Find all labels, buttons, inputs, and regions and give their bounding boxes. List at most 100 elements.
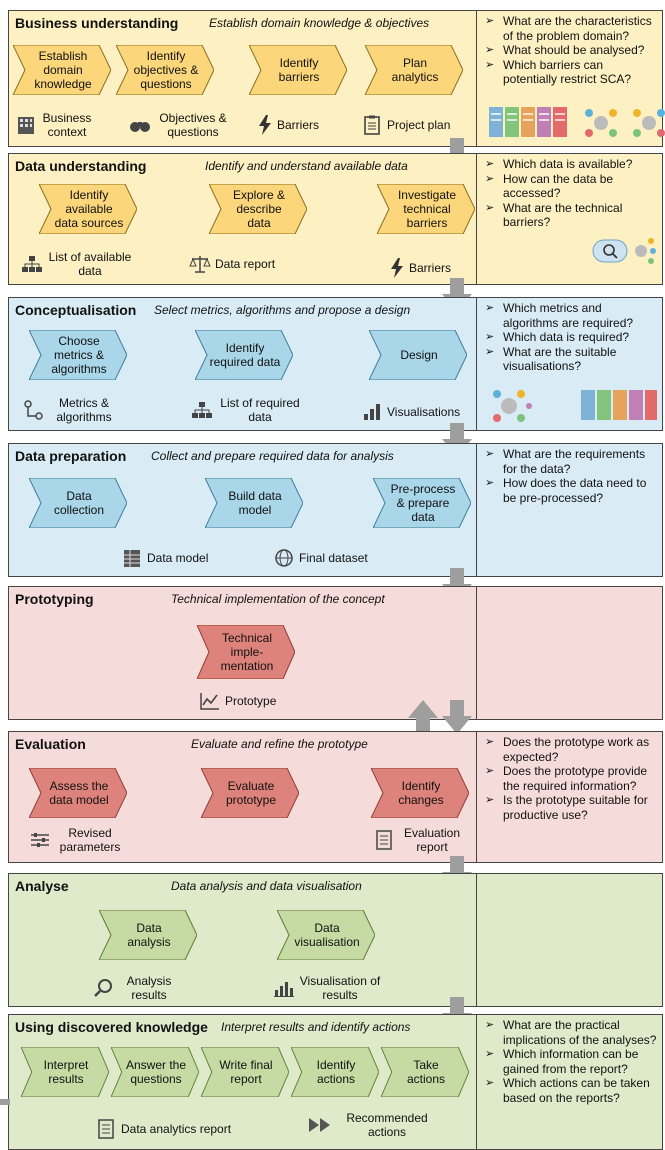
magnifier-icon xyxy=(93,978,115,998)
questions-panel: What are the characteristics of the prob… xyxy=(476,11,665,146)
phase-title: Data preparation xyxy=(15,448,127,464)
bar-chart-icon xyxy=(361,402,383,422)
questions-panel: Does the prototype work as expected? Doe… xyxy=(476,732,662,862)
step-data-analysis: Data analysis xyxy=(99,910,197,960)
phase-title: Using discovered knowledge xyxy=(15,1019,208,1035)
hierarchy-icon xyxy=(191,400,213,420)
phase-title: Conceptualisation xyxy=(15,302,137,318)
question: Which metrics and algorithms are require… xyxy=(485,301,658,330)
step-take-actions: Take actions xyxy=(381,1047,469,1097)
step-assess-the-data-model: Assess the data model xyxy=(29,768,127,818)
phase-subtitle: Collect and prepare required data for an… xyxy=(151,449,394,463)
step-investigate-technical-barriers: Investigate technical barriers xyxy=(377,184,475,234)
step-data-collection: Data collection xyxy=(29,478,127,528)
output-data-report: Data report xyxy=(189,254,275,274)
step-identify-required-data: Identify required data xyxy=(195,330,293,380)
phase-using-discovered-knowledge: Using discovered knowledge Interpret res… xyxy=(8,1014,663,1150)
phase-title: Analyse xyxy=(15,878,69,894)
question: Which data is required? xyxy=(485,330,658,345)
step-identify-objectives: Identify objectives & questions xyxy=(116,45,214,95)
binoculars-icon xyxy=(129,115,151,135)
output-list-of-required-data: List of required data xyxy=(191,396,303,424)
step-establish-domain-knowledge: Establish domain knowledge xyxy=(13,45,111,95)
phase-data-understanding: Data understanding Identify and understa… xyxy=(8,153,663,285)
questions-panel xyxy=(476,874,662,1006)
question: What are the requirements for the data? xyxy=(485,447,658,476)
phase-title: Evaluation xyxy=(15,736,86,752)
scales-icon xyxy=(189,254,211,274)
phase-subtitle: Establish domain knowledge & objectives xyxy=(209,16,430,30)
document-icon xyxy=(373,830,395,850)
question: What are the characteristics of the prob… xyxy=(485,14,658,43)
step-identify-available-data-sources: Identify available data sources xyxy=(39,184,137,234)
output-objectives-questions: Objectives & questions xyxy=(129,111,231,139)
bar-chart-icon xyxy=(273,978,295,998)
output-data-model: Data model xyxy=(121,548,208,568)
output-metrics-algorithms: Metrics & algorithms xyxy=(23,396,119,424)
question: What are the practical implications of t… xyxy=(485,1018,658,1047)
building-icon xyxy=(15,115,37,135)
step-design: Design xyxy=(369,330,467,380)
phase-data-preparation: Data preparation Collect and prepare req… xyxy=(8,443,663,577)
step-identify-barriers: Identify barriers xyxy=(249,45,347,95)
search-graphic-icon xyxy=(592,238,656,264)
questions-panel: Which metrics and algorithms are require… xyxy=(476,298,662,430)
down-arrow-icon xyxy=(442,568,472,602)
up-arrow-icon xyxy=(408,700,438,734)
step-explore-describe-data: Explore & describe data xyxy=(209,184,307,234)
phase-business-understanding: Business understanding Establish domain … xyxy=(8,10,665,147)
output-business-context: Business context xyxy=(15,111,93,139)
output-evaluation-report: Evaluation report xyxy=(373,826,465,854)
lightning-icon xyxy=(257,115,273,135)
phase-subtitle: Technical implementation of the concept xyxy=(171,592,385,606)
questions-panel: Which data is available? How can the dat… xyxy=(476,154,662,284)
question: Does the prototype work as expected? xyxy=(485,735,658,764)
flowchart-icon xyxy=(23,400,45,420)
question: What should be analysed? xyxy=(485,43,658,58)
down-arrow-icon xyxy=(442,278,472,312)
thumbnail-graphics xyxy=(489,107,665,137)
question: Is the prototype suitable for productive… xyxy=(485,793,658,822)
output-analysis-results: Analysis results xyxy=(93,974,179,1002)
hierarchy-icon xyxy=(21,254,43,274)
table-icon xyxy=(121,548,143,568)
step-write-final-report: Write final report xyxy=(201,1047,289,1097)
sliders-icon xyxy=(29,830,51,850)
output-prototype: Prototype xyxy=(199,691,276,711)
output-visualisations: Visualisations xyxy=(361,402,460,422)
fast-forward-icon xyxy=(307,1115,335,1135)
output-project-plan: Project plan xyxy=(361,115,450,135)
step-identify-changes: Identify changes xyxy=(371,768,469,818)
question: What are the suitable visualisations? xyxy=(485,345,658,374)
phase-subtitle: Data analysis and data visualisation xyxy=(171,879,362,893)
phase-subtitle: Identify and understand available data xyxy=(205,159,408,173)
output-final-dataset: Final dataset xyxy=(273,548,368,568)
clipboard-icon xyxy=(361,115,383,135)
phase-subtitle: Interpret results and identify actions xyxy=(221,1020,411,1034)
question: Which data is available? xyxy=(485,157,658,172)
line-chart-icon xyxy=(199,691,221,711)
output-list-of-available-data: List of available data xyxy=(21,250,133,278)
step-interpret-results: Interpret results xyxy=(21,1047,109,1097)
phase-prototyping: Prototyping Technical implementation of … xyxy=(8,586,663,720)
document-icon xyxy=(95,1119,117,1139)
question: Which barriers can potentially restrict … xyxy=(485,58,658,87)
question: What are the technical barriers? xyxy=(485,201,658,230)
questions-panel xyxy=(476,587,662,719)
question: Does the prototype provide the required … xyxy=(485,764,658,793)
phase-title: Business understanding xyxy=(15,15,179,31)
feedback-arrow-icon xyxy=(0,1096,10,1108)
phase-subtitle: Select metrics, algorithms and propose a… xyxy=(154,303,411,317)
phase-subtitle: Evaluate and refine the prototype xyxy=(191,737,368,751)
question: How can the data be accessed? xyxy=(485,172,658,201)
output-visualisation-of-results: Visualisation of results xyxy=(273,974,381,1002)
question: Which actions can be taken based on the … xyxy=(485,1076,658,1105)
globe-icon xyxy=(273,548,295,568)
step-pre-process-prepare-data: Pre-process & prepare data xyxy=(373,478,471,528)
question: Which information can be gained from the… xyxy=(485,1047,658,1076)
step-identify-actions: Identify actions xyxy=(291,1047,379,1097)
step-choose-metrics-algorithms: Choose metrics & algorithms xyxy=(29,330,127,380)
questions-panel: What are the practical implications of t… xyxy=(476,1015,662,1149)
step-evaluate-prototype: Evaluate prototype xyxy=(201,768,299,818)
step-build-data-model: Build data model xyxy=(205,478,303,528)
